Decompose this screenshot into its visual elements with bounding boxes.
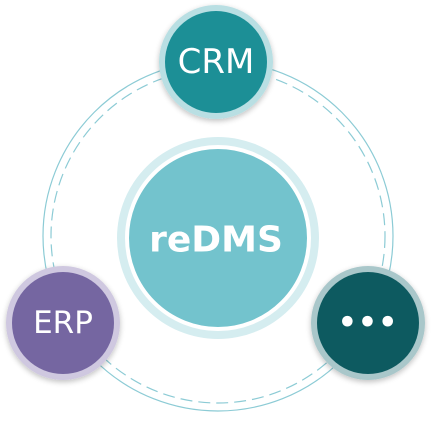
more-node-circle [317,272,419,374]
erp-node-circle [12,272,114,374]
erp-node-label: ERP [33,305,93,341]
center-node-label: reDMS [149,220,283,261]
center-node-circle [125,145,311,331]
more-node: ••• [311,266,425,380]
erp-node: ERP [6,266,120,380]
crm-node-circle [165,11,267,113]
crm-node-label: CRM [178,42,255,82]
center-node: reDMS [117,137,319,339]
crm-node: CRM [159,5,273,119]
orbit-ring-dashed [50,68,386,404]
more-node-label: ••• [338,306,399,341]
